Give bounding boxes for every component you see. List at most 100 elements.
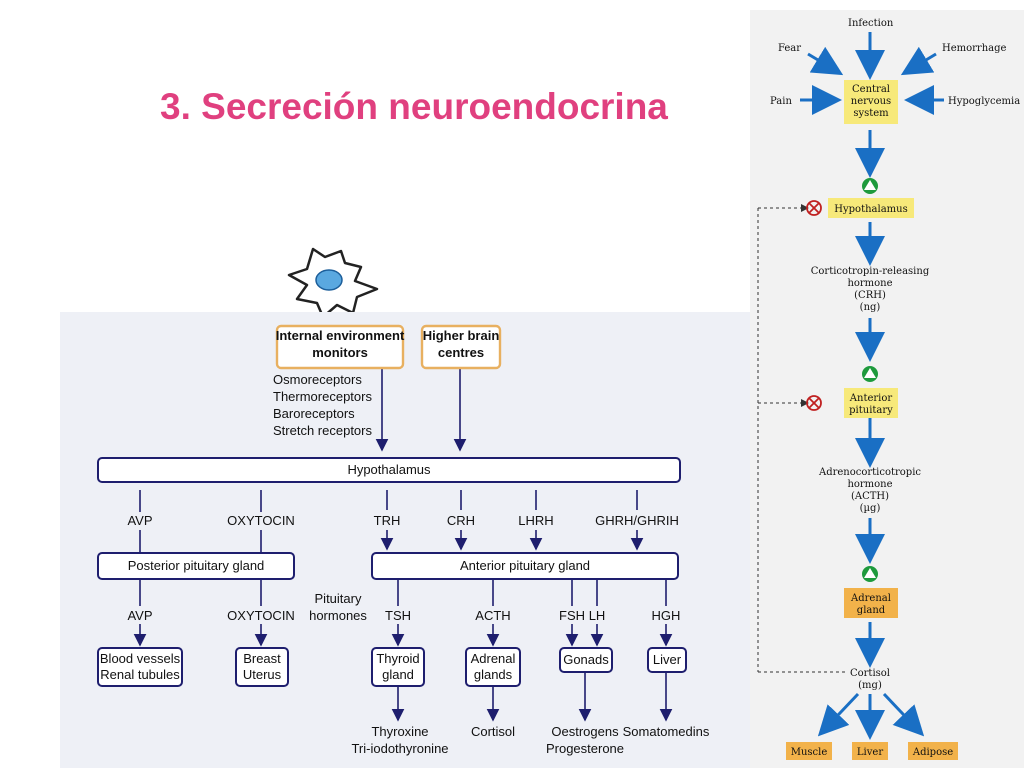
- svg-text:Oestrogens: Oestrogens: [551, 724, 619, 739]
- svg-text:Hypoglycemia: Hypoglycemia: [948, 96, 1020, 107]
- svg-text:centres: centres: [438, 345, 484, 360]
- svg-text:Corticotropin-releasing: Corticotropin-releasing: [811, 266, 930, 277]
- svg-text:(CRH): (CRH): [854, 290, 886, 301]
- secreted-hormone-labels: AVP OXYTOCIN TSH ACTH FSH LH HGH: [127, 608, 680, 623]
- target-breast-uterus: Breast Uterus: [235, 647, 289, 687]
- svg-text:LH: LH: [589, 608, 606, 623]
- inhibition-icon: [806, 395, 822, 411]
- stimulation-icon: [862, 566, 878, 582]
- svg-text:Cortisol: Cortisol: [850, 668, 890, 679]
- svg-text:Higher brain: Higher brain: [423, 328, 500, 343]
- stimulation-icon: [862, 366, 878, 382]
- stimuli-labels: Infection Fear Hemorrhage Pain Hypoglyce…: [770, 18, 1020, 107]
- svg-text:Somatomedins: Somatomedins: [623, 724, 710, 739]
- target-gonads: Gonads: [559, 647, 613, 673]
- hpa-axis-diagram: Infection Fear Hemorrhage Pain Hypoglyce…: [750, 10, 1024, 768]
- svg-text:Adrenocorticotropic: Adrenocorticotropic: [818, 467, 921, 478]
- svg-text:Progesterone: Progesterone: [546, 741, 624, 756]
- target-thyroid-gland: Thyroid gland: [371, 647, 425, 687]
- svg-text:Central: Central: [852, 84, 890, 95]
- svg-text:Breast: Breast: [243, 651, 281, 666]
- svg-text:Baroreceptors: Baroreceptors: [273, 406, 355, 421]
- cortisol-label: Cortisol (mg): [850, 668, 890, 691]
- svg-text:FSH: FSH: [559, 608, 585, 623]
- svg-text:Adrenal: Adrenal: [471, 651, 516, 666]
- slide-title: 3. Secreción neuroendocrina: [160, 86, 668, 127]
- releasing-hormone-labels: AVP OXYTOCIN TRH CRH LHRH GHRH/GHRIH: [127, 513, 678, 528]
- svg-text:hormone: hormone: [847, 278, 892, 289]
- stimulation-icon: [862, 178, 878, 194]
- svg-text:OXYTOCIN: OXYTOCIN: [227, 608, 295, 623]
- svg-text:Anterior: Anterior: [849, 393, 893, 404]
- receptor-list: Osmoreceptors Thermoreceptors Barorecept…: [273, 372, 372, 438]
- svg-text:Tri-iodothyronine: Tri-iodothyronine: [351, 741, 448, 756]
- svg-text:CRH: CRH: [447, 513, 475, 528]
- neuron-icon: [287, 247, 379, 319]
- posterior-pituitary-box: Posterior pituitary gland: [97, 552, 295, 580]
- svg-text:HGH: HGH: [652, 608, 681, 623]
- svg-text:Internal environment: Internal environment: [276, 328, 405, 343]
- anterior-pituitary-box: Anterior pituitary: [844, 388, 898, 418]
- svg-text:(ng): (ng): [860, 302, 881, 313]
- svg-text:(ACTH): (ACTH): [851, 491, 889, 502]
- inhibition-icon: [806, 200, 822, 216]
- cns-box: Central nervous system: [844, 80, 898, 124]
- svg-text:Gonads: Gonads: [563, 652, 609, 667]
- internal-environment-box: Internal environment monitors: [276, 324, 405, 370]
- svg-text:gland: gland: [857, 605, 886, 616]
- svg-text:Liver: Liver: [653, 652, 682, 667]
- hypothalamus-box: Hypothalamus: [97, 457, 681, 483]
- svg-text:TSH: TSH: [385, 608, 411, 623]
- svg-text:AVP: AVP: [127, 608, 152, 623]
- svg-text:Anterior pituitary gland: Anterior pituitary gland: [460, 558, 590, 573]
- svg-text:Stretch receptors: Stretch receptors: [273, 423, 372, 438]
- acth-label: Adrenocorticotropic hormone (ACTH) (µg): [818, 467, 921, 514]
- adrenal-gland-box: Adrenal gland: [844, 588, 898, 618]
- svg-text:GHRH/GHRIH: GHRH/GHRIH: [595, 513, 679, 528]
- svg-text:Adipose: Adipose: [912, 747, 953, 758]
- svg-text:nervous: nervous: [851, 96, 891, 107]
- svg-text:hormones: hormones: [309, 608, 367, 623]
- svg-text:Pituitary: Pituitary: [315, 591, 362, 606]
- svg-text:Hypothalamus: Hypothalamus: [834, 204, 907, 215]
- pituitary-hormones-label: Pituitary hormones: [309, 591, 367, 623]
- svg-text:monitors: monitors: [312, 345, 368, 360]
- svg-text:Posterior pituitary gland: Posterior pituitary gland: [128, 558, 265, 573]
- target-blood-vessels: Blood vessels Renal tubules: [97, 647, 183, 687]
- svg-text:gland: gland: [382, 667, 414, 682]
- svg-text:Thyroid: Thyroid: [376, 651, 419, 666]
- svg-text:Pain: Pain: [770, 96, 792, 107]
- svg-text:ACTH: ACTH: [475, 608, 510, 623]
- target-liver: Liver: [852, 742, 888, 760]
- target-adipose: Adipose: [908, 742, 958, 760]
- svg-text:hormone: hormone: [847, 479, 892, 490]
- target-liver: Liver: [647, 647, 687, 673]
- svg-text:Hypothalamus: Hypothalamus: [347, 462, 431, 477]
- svg-text:Infection: Infection: [848, 18, 894, 29]
- svg-text:Cortisol: Cortisol: [471, 724, 515, 739]
- svg-text:AVP: AVP: [127, 513, 152, 528]
- target-muscle: Muscle: [786, 742, 832, 760]
- hypothalamus-box: Hypothalamus: [828, 198, 914, 218]
- svg-text:Liver: Liver: [857, 747, 883, 758]
- svg-text:Fear: Fear: [778, 43, 801, 54]
- svg-text:(mg): (mg): [858, 680, 882, 691]
- svg-text:glands: glands: [474, 667, 513, 682]
- svg-text:OXYTOCIN: OXYTOCIN: [227, 513, 295, 528]
- higher-brain-box: Higher brain centres: [420, 324, 502, 370]
- svg-text:Muscle: Muscle: [791, 747, 828, 758]
- svg-text:Thermoreceptors: Thermoreceptors: [273, 389, 372, 404]
- svg-text:LHRH: LHRH: [518, 513, 553, 528]
- product-labels: Thyroxine Tri-iodothyronine Cortisol Oes…: [351, 724, 709, 756]
- svg-text:Blood vessels: Blood vessels: [100, 651, 181, 666]
- svg-text:Adrenal: Adrenal: [850, 593, 891, 604]
- svg-text:Hemorrhage: Hemorrhage: [942, 43, 1007, 54]
- svg-text:pituitary: pituitary: [849, 405, 893, 416]
- svg-text:Renal tubules: Renal tubules: [100, 667, 180, 682]
- anterior-pituitary-box: Anterior pituitary gland: [371, 552, 679, 580]
- svg-text:Osmoreceptors: Osmoreceptors: [273, 372, 362, 387]
- svg-text:Thyroxine: Thyroxine: [371, 724, 428, 739]
- svg-text:(µg): (µg): [860, 503, 881, 514]
- hypothalamic-pituitary-diagram: Internal environment monitors Higher bra…: [60, 312, 754, 768]
- svg-text:Uterus: Uterus: [243, 667, 282, 682]
